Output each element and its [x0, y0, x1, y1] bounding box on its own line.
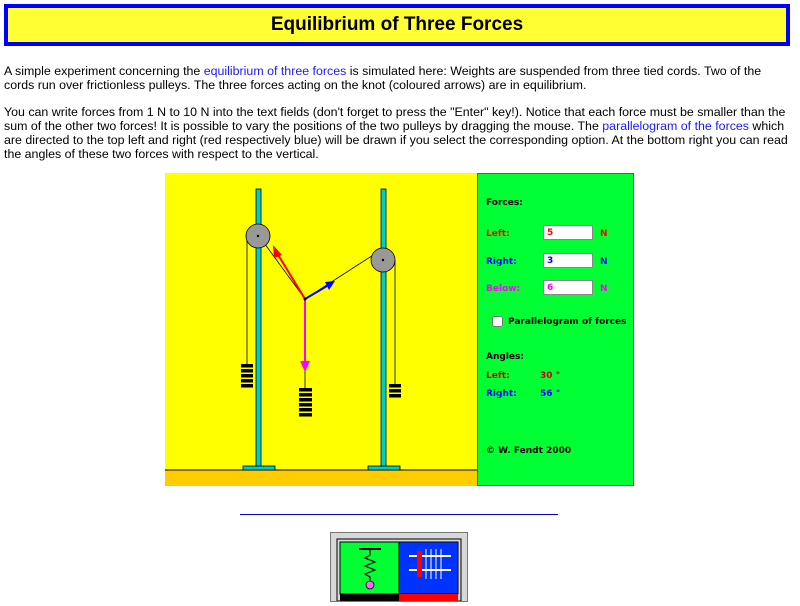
left-stand-base[interactable] [242, 465, 276, 471]
intro-paragraph: A simple experiment concerning the equil… [4, 64, 762, 92]
right-force-label: Right: [486, 257, 517, 267]
instructions-paragraph: You can write forces from 1 N to 10 N in… [4, 105, 788, 161]
right-force-arrow [304, 281, 335, 300]
ground [165, 470, 478, 486]
angles-heading: Angles: [486, 352, 524, 362]
knot [303, 297, 307, 301]
right-force-input[interactable] [543, 253, 593, 268]
below-weight [299, 388, 312, 417]
left-pole[interactable] [255, 188, 262, 467]
sim-background [165, 173, 478, 486]
forces-heading: Forces: [486, 198, 523, 208]
angle-left-value: 30 ° [540, 371, 561, 381]
copyright: © W. Fendt 2000 [486, 446, 572, 456]
right-pulley-axle [381, 258, 385, 262]
left-force-arrow [273, 245, 306, 300]
parallelogram-link[interactable]: parallelogram of the forces [602, 119, 749, 133]
below-force-unit: N [600, 284, 608, 294]
below-force-arrow [300, 299, 310, 372]
right-stand-base[interactable] [367, 465, 401, 471]
horizontal-rule [240, 514, 558, 515]
left-pulley-axle [256, 234, 260, 238]
angle-left-label: Left: [486, 371, 510, 381]
left-force-input[interactable] [543, 225, 593, 240]
below-force-label: Below: [486, 284, 521, 294]
right-pole[interactable] [380, 188, 387, 467]
simulation-canvas[interactable] [165, 173, 478, 486]
applet: Forces: Left: N Right: N Below: N Parall… [165, 173, 634, 486]
logo-image [336, 538, 462, 602]
parallelogram-label: Parallelogram of forces [508, 317, 627, 327]
below-force-input[interactable] [543, 280, 593, 295]
control-panel: Forces: Left: N Right: N Below: N Parall… [477, 173, 634, 486]
angle-right-label: Right: [486, 389, 517, 399]
left-cord-to-knot [258, 235, 306, 300]
right-weight [389, 384, 401, 398]
logo-box[interactable] [330, 532, 468, 602]
angle-right-value: 56 ° [540, 389, 561, 399]
left-weight [241, 364, 253, 388]
equilibrium-link[interactable]: equilibrium of three forces [203, 64, 347, 78]
title-banner: Equilibrium of Three Forces [4, 4, 790, 46]
left-force-label: Left: [486, 229, 510, 239]
left-force-unit: N [600, 229, 608, 239]
parallelogram-checkbox[interactable] [492, 316, 503, 327]
spring-icon [359, 548, 381, 590]
page-title: Equilibrium of Three Forces [270, 14, 524, 35]
right-force-unit: N [600, 257, 608, 267]
pendulum-rack-icon [409, 549, 451, 579]
